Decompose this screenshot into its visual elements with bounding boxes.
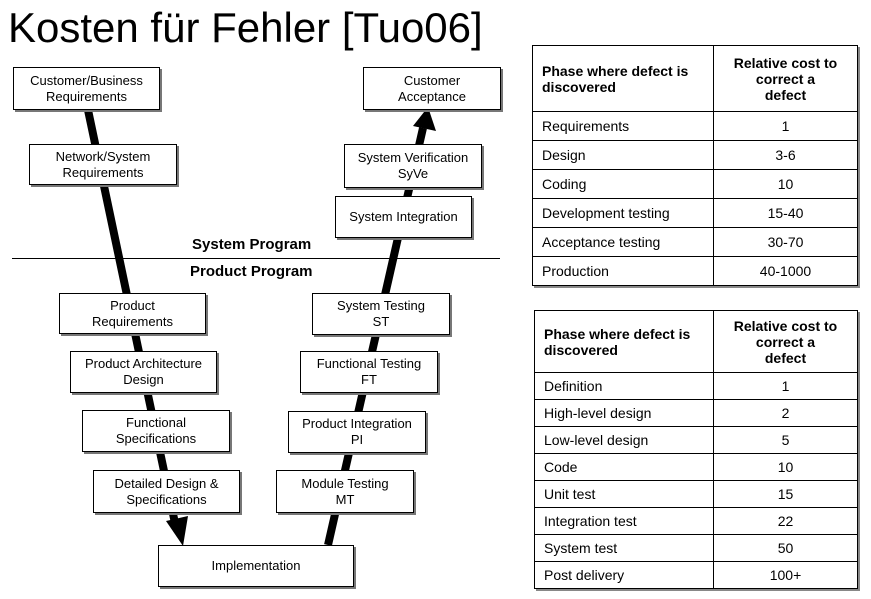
table2-row6-phase: Integration test [534,507,714,535]
table1-row2-cost: 3-6 [713,140,858,170]
customer-acceptance-box: Customer Acceptance [363,67,501,110]
table1-row3-phase: Coding [532,169,714,199]
table1-row4-phase: Development testing [532,198,714,228]
system-integration-box: System Integration [335,196,472,238]
product-integration-box: Product Integration PI [288,411,426,453]
table2-cost-header: Relative cost to correct a defect [713,310,858,373]
table2-row4-phase: Code [534,453,714,481]
table2-row6-cost: 22 [713,507,858,535]
module-testing-box: Module Testing MT [276,470,414,513]
table2-row1-phase: Definition [534,372,714,400]
system-testing-box: System Testing ST [312,293,450,335]
table2-row2-phase: High-level design [534,399,714,427]
table2-row2-cost: 2 [713,399,858,427]
right-arrowhead-icon [413,107,436,131]
functional-specifications-box: Functional Specifications [82,410,230,452]
functional-testing-box: Functional Testing FT [300,351,438,393]
detailed-design-specifications-box: Detailed Design & Specifications [93,470,240,513]
table1-row5-cost: 30-70 [713,227,858,257]
table1-row1-cost: 1 [713,111,858,141]
network-system-requirements-box: Network/System Requirements [29,144,177,185]
table2-row8-cost: 100+ [713,561,858,589]
product-architecture-design-box: Product Architecture Design [70,351,217,393]
table1-row4-cost: 15-40 [713,198,858,228]
table1-row3-cost: 10 [713,169,858,199]
table2-row5-phase: Unit test [534,480,714,508]
table1-row1-phase: Requirements [532,111,714,141]
program-divider [12,258,500,259]
defect-cost-table-1: Phase where defect is discovered Relativ… [532,45,858,286]
customer-business-requirements-box: Customer/Business Requirements [13,67,160,110]
table2-row5-cost: 15 [713,480,858,508]
left-arrowhead-icon [166,516,188,546]
table2-phase-header: Phase where defect is discovered [534,310,714,373]
system-verification-box: System Verification SyVe [344,144,482,188]
table2-row3-cost: 5 [713,426,858,454]
defect-cost-table-2: Phase where defect is discovered Relativ… [534,310,858,589]
page-title: Kosten für Fehler [Tuo06] [8,4,483,51]
table2-row3-phase: Low-level design [534,426,714,454]
implementation-box: Implementation [158,545,354,587]
table1-row6-phase: Production [532,256,714,286]
table1-row6-cost: 40-1000 [713,256,858,286]
table2-row1-cost: 1 [713,372,858,400]
table2-row7-phase: System test [534,534,714,562]
table2-row4-cost: 10 [713,453,858,481]
table2-row8-phase: Post delivery [534,561,714,589]
table1-row2-phase: Design [532,140,714,170]
table1-cost-header: Relative cost to correct a defect [713,45,858,112]
system-program-label: System Program [192,236,312,253]
table1-phase-header: Phase where defect is discovered [532,45,714,112]
product-program-label: Product Program [190,263,313,280]
table1-row5-phase: Acceptance testing [532,227,714,257]
product-requirements-box: Product Requirements [59,293,206,334]
table2-row7-cost: 50 [713,534,858,562]
